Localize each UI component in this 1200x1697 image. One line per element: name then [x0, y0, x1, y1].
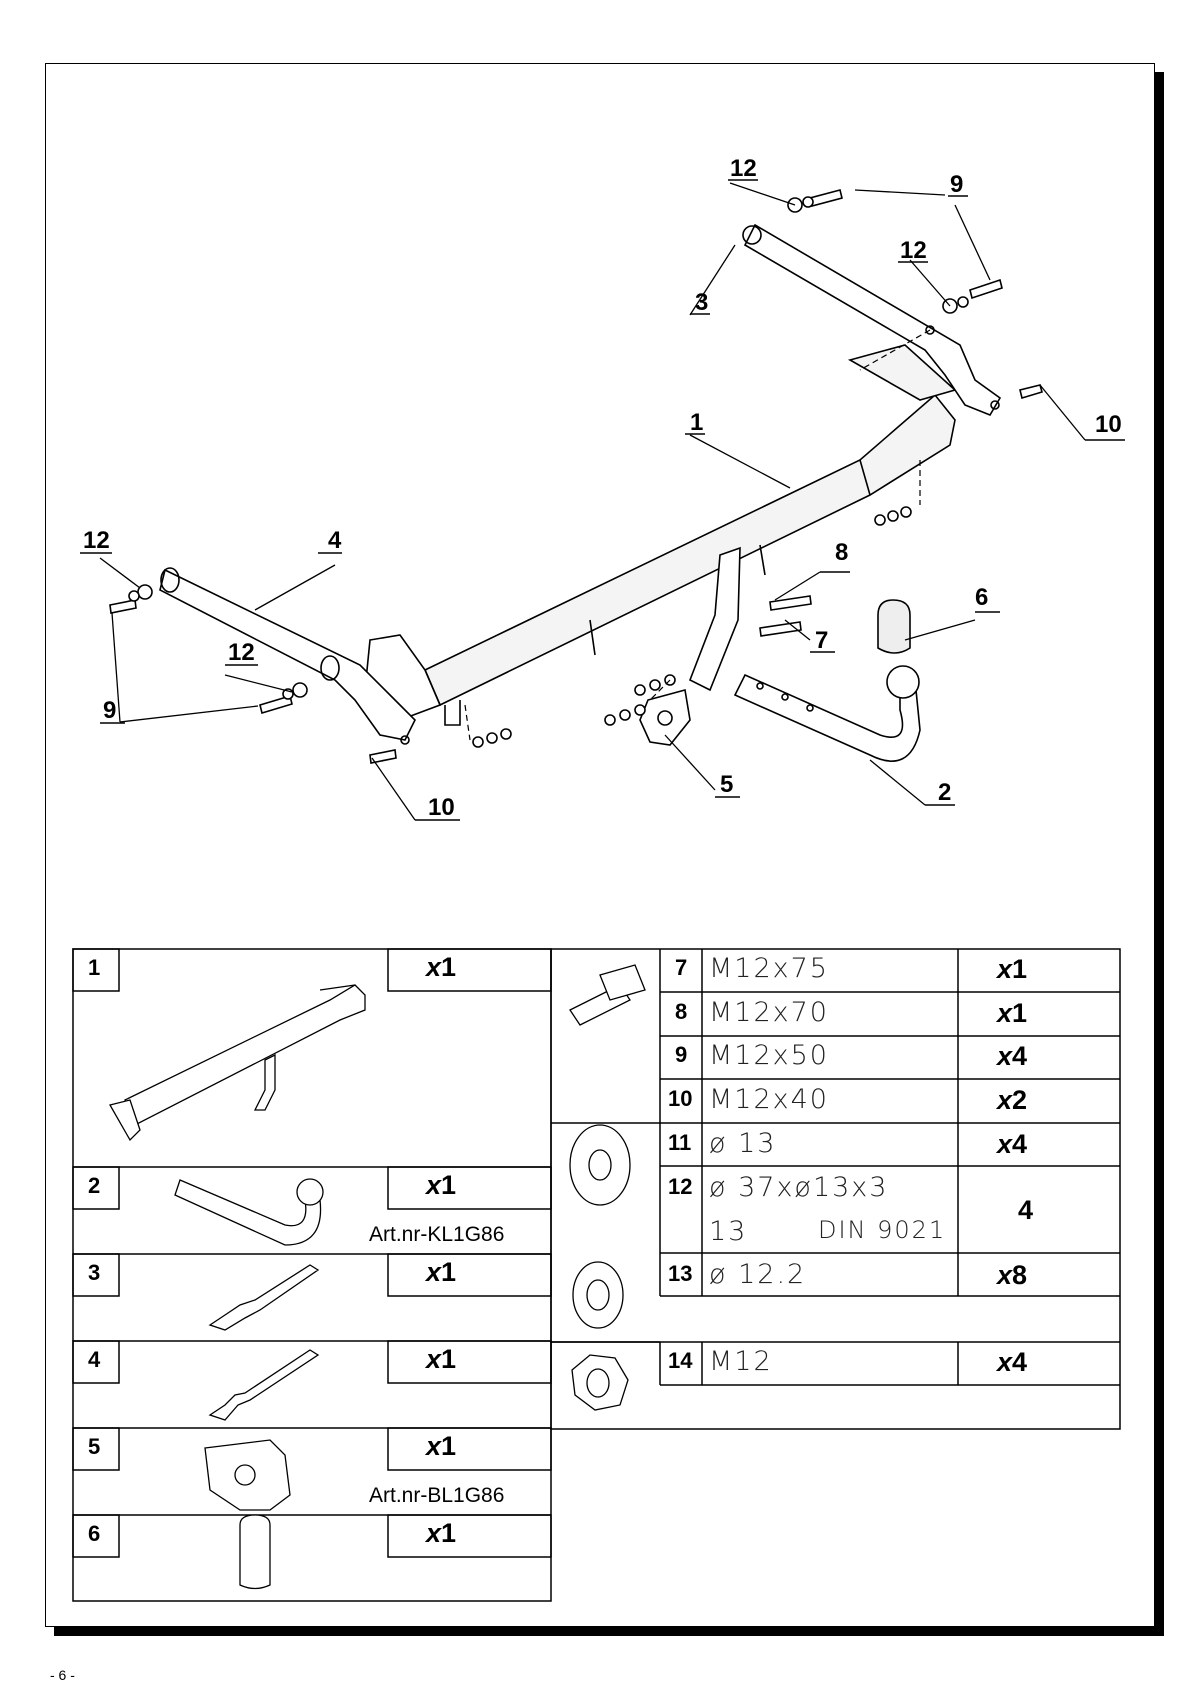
callout-12: 12 — [900, 237, 927, 264]
hardware-number: 9 — [675, 1042, 688, 1067]
hardware-quantity: x8 — [997, 1260, 1028, 1290]
part-quantity: x1 — [426, 1518, 457, 1548]
callout-1: 1 — [690, 409, 703, 436]
ball-cap-drawing — [877, 599, 911, 654]
callout-10: 10 — [428, 794, 455, 821]
bolt-thumbnail — [569, 964, 646, 1026]
part-number: 2 — [88, 1173, 101, 1198]
hardware-spec-standard: DIN 9021 — [818, 1216, 947, 1244]
hardware-spec: M12x40 — [709, 1084, 829, 1115]
assembly-diagram: 12 9 12 3 10 1 8 7 6 2 5 12 4 12 9 10 — [72, 155, 1125, 1602]
hardware-number: 7 — [675, 955, 688, 980]
callout-7: 7 — [815, 627, 828, 654]
part-number: 5 — [88, 1434, 101, 1459]
part-4-thumbnail — [208, 1349, 320, 1421]
side-arm-left-drawing — [159, 567, 416, 745]
callout-8: 8 — [835, 539, 848, 566]
hardware-spec: M12x75 — [709, 953, 829, 984]
hardware-quantity: x2 — [997, 1085, 1028, 1115]
hardware-quantity: 4 — [1018, 1195, 1034, 1225]
hardware-quantity: x4 — [997, 1347, 1028, 1377]
callout-10: 10 — [1095, 411, 1122, 438]
hardware-number: 10 — [668, 1086, 693, 1111]
washers-drawing — [128, 196, 969, 748]
hardware-number: 12 — [668, 1174, 693, 1199]
nut-thumbnail — [571, 1354, 629, 1411]
part-quantity: x1 — [426, 1344, 457, 1374]
callout-6: 6 — [975, 584, 988, 611]
hardware-number: 13 — [668, 1261, 693, 1286]
hardware-spec: M12x50 — [709, 1040, 829, 1071]
hardware-spec: ø 37xø13x3 — [709, 1172, 889, 1203]
hardware-quantity: x4 — [997, 1129, 1028, 1159]
part-quantity: x1 — [426, 952, 457, 982]
part-number: 4 — [88, 1347, 101, 1372]
leader-lines — [99, 182, 1086, 821]
article-number: Art.nr-KL1G86 — [369, 1223, 505, 1246]
callout-5: 5 — [720, 771, 733, 798]
hardware-number: 14 — [668, 1348, 693, 1373]
callout-9: 9 — [103, 697, 116, 724]
part-quantity: x1 — [426, 1170, 457, 1200]
part-2-thumbnail — [174, 1178, 324, 1246]
part-quantity: x1 — [426, 1431, 457, 1461]
callout-12: 12 — [83, 527, 110, 554]
hardware-spec-line2: 13 — [709, 1216, 748, 1247]
washer-thumbnail — [569, 1124, 631, 1206]
hardware-spec: ø 13 — [709, 1128, 777, 1159]
lock-washer-thumbnail — [572, 1261, 624, 1329]
callout-12: 12 — [228, 639, 255, 666]
page-number: - 6 - — [50, 1667, 75, 1683]
hardware-spec: M12x70 — [709, 997, 829, 1028]
hardware-spec: ø 12.2 — [709, 1259, 807, 1290]
socket-plate-drawing — [639, 688, 691, 746]
callout-9: 9 — [950, 171, 963, 198]
ball-neck-drawing — [733, 665, 921, 762]
part-number: 1 — [88, 955, 101, 980]
part-number: 3 — [88, 1260, 101, 1285]
crossbar-drawing — [364, 344, 957, 726]
hardware-quantity: x1 — [997, 998, 1028, 1028]
part-quantity: x1 — [426, 1257, 457, 1287]
article-number: Art.nr-BL1G86 — [369, 1484, 505, 1507]
hardware-table — [550, 948, 1121, 1430]
part-number: 6 — [88, 1521, 101, 1546]
hardware-quantity: x1 — [997, 954, 1028, 984]
hardware-number: 8 — [675, 999, 688, 1024]
hardware-spec: M12 — [709, 1346, 773, 1377]
hardware-quantity: x4 — [997, 1041, 1028, 1071]
bolts-drawing — [109, 189, 1043, 764]
part-1-thumbnail — [109, 984, 366, 1142]
part-3-thumbnail — [208, 1264, 320, 1331]
side-arm-right-drawing — [742, 223, 1002, 416]
callout-4: 4 — [328, 527, 342, 554]
callout-2: 2 — [938, 779, 951, 806]
callout-12: 12 — [730, 155, 757, 182]
hardware-number: 11 — [668, 1130, 692, 1155]
part-5-thumbnail — [204, 1439, 291, 1511]
part-6-thumbnail — [239, 1514, 271, 1590]
callout-3: 3 — [695, 289, 708, 316]
